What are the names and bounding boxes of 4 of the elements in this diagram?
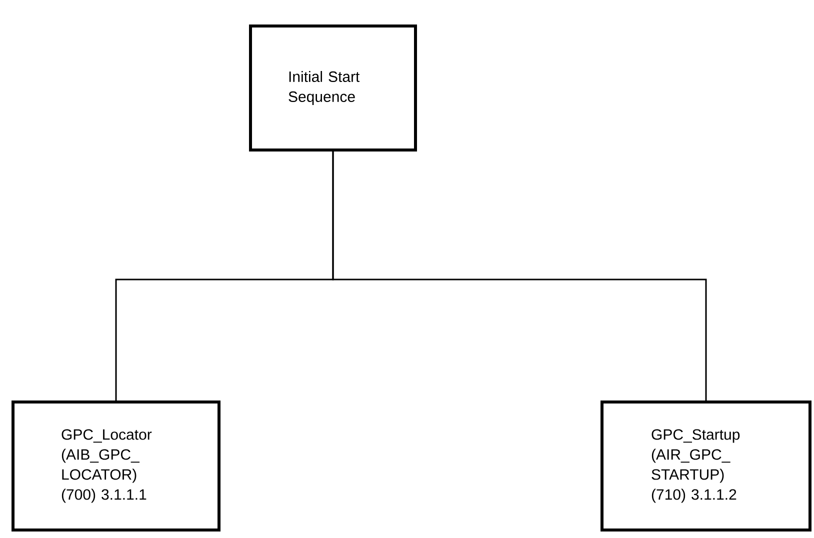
process-box: GPC_Locator (AIB_GPC_ LOCATOR) (700) 3.1.1.1	[12, 400, 220, 532]
connector-line	[332, 152, 707, 400]
process-box: Initial Start Sequence	[249, 24, 417, 152]
process-box: GPC_Startup (AIR_GPC_ STARTUP) (710) 3.1.1.2	[600, 400, 812, 532]
